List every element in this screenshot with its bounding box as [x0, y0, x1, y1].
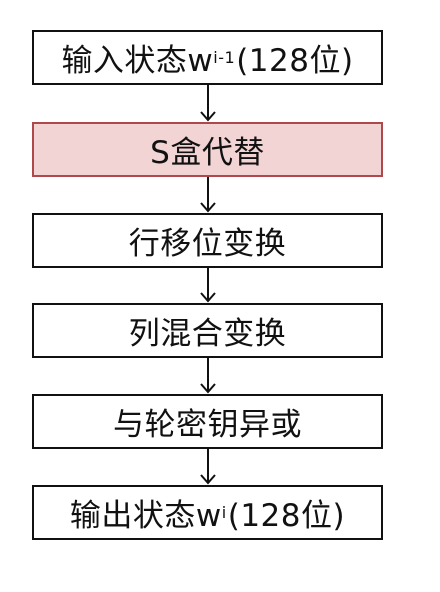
arrow-5: [200, 449, 216, 485]
arrow-4: [200, 358, 216, 394]
mix-columns-box: 列混合变换: [32, 303, 383, 358]
output-state-label: 输出状态w: [69, 498, 222, 534]
shift-rows-label: 行移位变换: [128, 226, 287, 262]
output-state-suffix: (128位): [227, 498, 346, 534]
sbox-substitution-box: S盒代替: [32, 122, 383, 177]
add-round-key-label: 与轮密钥异或: [113, 407, 302, 443]
input-state-suffix: (128位): [236, 43, 354, 79]
mix-columns-label: 列混合变换: [128, 316, 287, 352]
arrow-2: [200, 177, 216, 213]
sbox-substitution-label: S盒代替: [150, 135, 265, 171]
arrow-1: [200, 85, 216, 122]
shift-rows-box: 行移位变换: [32, 213, 383, 268]
add-round-key-box: 与轮密钥异或: [32, 394, 383, 449]
input-state-label: 输入状态w: [61, 43, 214, 79]
input-state-superscript: i-1: [213, 47, 236, 67]
output-state-superscript: i: [221, 502, 227, 522]
arrow-3: [200, 268, 216, 303]
